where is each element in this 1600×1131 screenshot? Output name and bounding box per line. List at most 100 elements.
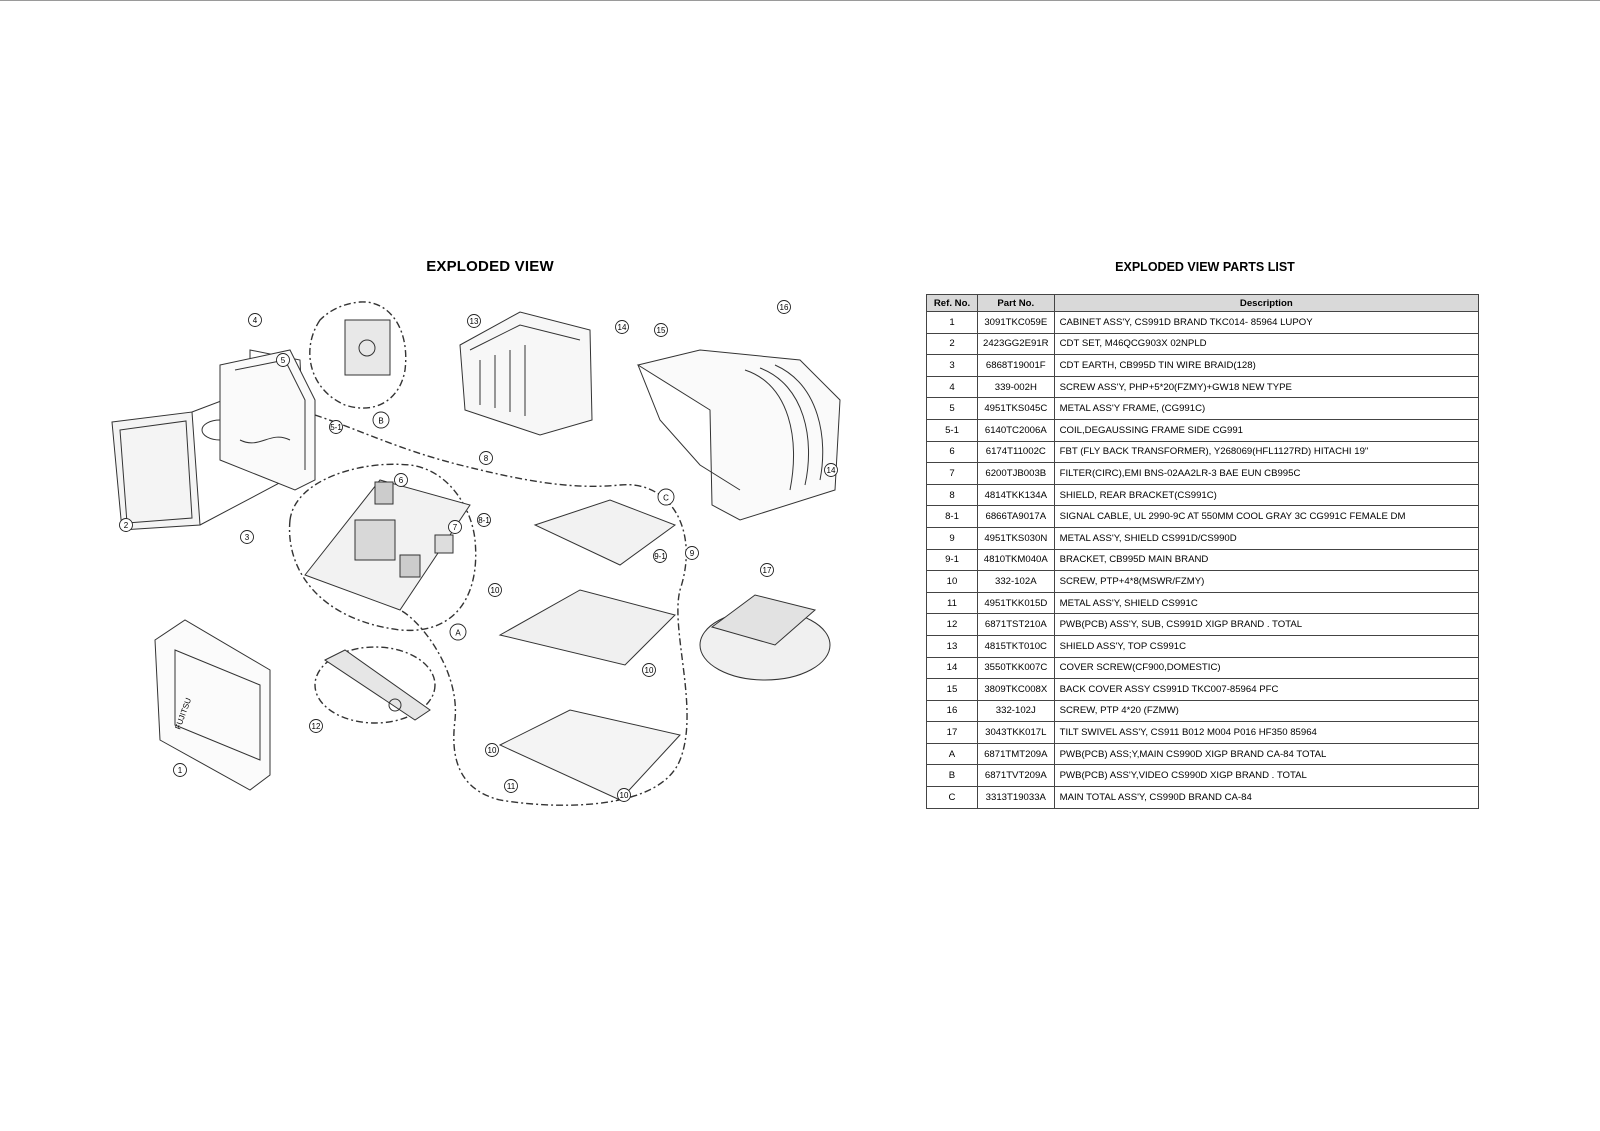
description-cell: CDT EARTH, CB995D TIN WIRE BRAID(128) xyxy=(1053,354,1480,377)
part-no-cell: 3091TKC059E xyxy=(977,311,1055,334)
metal-frame-drawing xyxy=(219,349,316,491)
main-board-a-drawing xyxy=(288,463,477,631)
ref-no-cell: 11 xyxy=(926,591,978,615)
part-no-cell: 6174T11002C xyxy=(977,440,1055,464)
video-board-b-drawing xyxy=(309,301,407,409)
callout-label: 10 xyxy=(620,791,629,800)
part-no-cell: 3550TKK007C xyxy=(977,656,1055,680)
callout-circle xyxy=(119,518,133,532)
callout-circle xyxy=(777,300,791,314)
callout-label: 9-1 xyxy=(654,552,666,561)
ref-no-cell: 9-1 xyxy=(926,548,978,572)
callout-label: 14 xyxy=(827,466,836,475)
description-cell: SCREW, PTP 4*20 (FZMW) xyxy=(1053,699,1480,723)
callout-label: 5 xyxy=(281,356,286,365)
callout-circle xyxy=(504,779,518,793)
description-cell: PWB(PCB) ASS'Y,VIDEO CS990D XIGP BRAND .… xyxy=(1053,764,1480,788)
part-no-cell: 6140TC2006A xyxy=(977,418,1055,442)
callout-label: 10 xyxy=(645,666,654,675)
callout-label: 14 xyxy=(618,323,627,332)
description-cell: PWB(PCB) ASS'Y, SUB, CS991D XIGP BRAND .… xyxy=(1053,613,1480,636)
top-shield-drawing xyxy=(459,311,593,436)
ref-no-cell: 8-1 xyxy=(926,505,978,528)
callout-label: 5-1 xyxy=(330,423,342,432)
exploded-view-title: EXPLODED VIEW xyxy=(426,258,554,275)
callout-label: B xyxy=(378,417,383,426)
callout-circle xyxy=(654,323,668,337)
callout-label: A xyxy=(455,629,461,638)
main-total-assembly-c-drawing xyxy=(314,414,688,806)
part-no-cell: 4815TKT010C xyxy=(977,634,1055,658)
description-cell: SCREW, PTP+4*8(MSWR/FZMY) xyxy=(1053,570,1480,593)
header-part-no: Part No. xyxy=(977,294,1055,312)
callout-circle xyxy=(615,320,629,334)
back-cover-drawing xyxy=(636,349,841,521)
callout-circle xyxy=(642,663,656,677)
callout-label: 6 xyxy=(399,476,404,485)
callout-label: 8 xyxy=(484,454,489,463)
parts-list-title: EXPLODED VIEW PARTS LIST xyxy=(1115,260,1295,274)
ref-no-cell: 8 xyxy=(926,483,978,507)
callout-label: 3 xyxy=(245,533,250,542)
part-no-cell: 4814TKK134A xyxy=(977,483,1055,507)
callout-label: 2 xyxy=(124,521,129,530)
description-cell: BRACKET, CB995D MAIN BRAND xyxy=(1053,548,1480,572)
part-no-cell: 6866TA9017A xyxy=(977,505,1055,528)
callout-circle xyxy=(479,451,493,465)
ref-no-cell: 5 xyxy=(926,397,978,420)
description-cell: SHIELD, REAR BRACKET(CS991C) xyxy=(1053,483,1480,507)
callout-circle xyxy=(449,623,467,641)
description-cell: SCREW ASS'Y, PHP+5*20(FZMY)+GW18 NEW TYP… xyxy=(1053,375,1480,399)
ref-no-cell: 15 xyxy=(926,678,978,701)
callout-label: 12 xyxy=(312,722,321,731)
callout-label: C xyxy=(663,494,669,503)
callout-label: 8-1 xyxy=(478,516,490,525)
description-cell: FBT (FLY BACK TRANSFORMER), Y268069(HFL1… xyxy=(1053,440,1480,464)
ref-no-cell: A xyxy=(926,742,978,766)
description-cell: METAL ASS'Y, SHIELD CS991C xyxy=(1053,591,1480,615)
ref-no-cell: B xyxy=(926,764,978,788)
callout-circle xyxy=(248,313,262,327)
callout-label: 7 xyxy=(453,523,458,532)
callout-circle xyxy=(467,314,481,328)
part-no-cell: 6868T19001F xyxy=(977,354,1055,377)
parts-table-header-row: Ref. No. Part No. Description xyxy=(926,294,1480,312)
callout-label: 16 xyxy=(780,303,789,312)
ref-no-cell: 1 xyxy=(926,311,978,334)
description-cell: FILTER(CIRC),EMI BNS-02AA2LR-3 BAE EUN C… xyxy=(1053,462,1480,485)
ref-no-cell: 9 xyxy=(926,526,978,550)
callout-label: 9 xyxy=(690,549,695,558)
callout-markers: 123455-16788-199-11010101011121314141516… xyxy=(119,300,838,802)
description-cell: COVER SCREW(CF900,DOMESTIC) xyxy=(1053,656,1480,680)
description-cell: SHIELD ASS'Y, TOP CS991C xyxy=(1053,634,1480,658)
exploded-view-diagram: FUJITSU 123455-16788-199-110101010111213… xyxy=(111,300,841,806)
ref-no-cell: 4 xyxy=(926,375,978,399)
sub-board-12-drawing xyxy=(314,646,436,724)
header-ref-no: Ref. No. xyxy=(926,294,978,312)
callout-circle xyxy=(657,488,675,506)
ref-no-cell: 14 xyxy=(926,656,978,680)
part-no-cell: 2423GG2E91R xyxy=(977,332,1055,356)
part-no-cell: 332-102J xyxy=(977,699,1055,723)
description-cell: PWB(PCB) ASS;Y,MAIN CS990D XIGP BRAND CA… xyxy=(1053,742,1480,766)
ref-no-cell: C xyxy=(926,786,978,809)
ref-no-cell: 6 xyxy=(926,440,978,464)
part-no-cell: 6871TST210A xyxy=(977,613,1055,636)
part-no-cell: 339-002H xyxy=(977,375,1055,399)
description-cell: COIL,DEGAUSSING FRAME SIDE CG991 xyxy=(1053,418,1480,442)
callout-circle xyxy=(173,763,187,777)
callout-circle xyxy=(394,473,408,487)
ref-no-cell: 12 xyxy=(926,613,978,636)
callout-label: 10 xyxy=(491,586,500,595)
callout-circle xyxy=(760,563,774,577)
